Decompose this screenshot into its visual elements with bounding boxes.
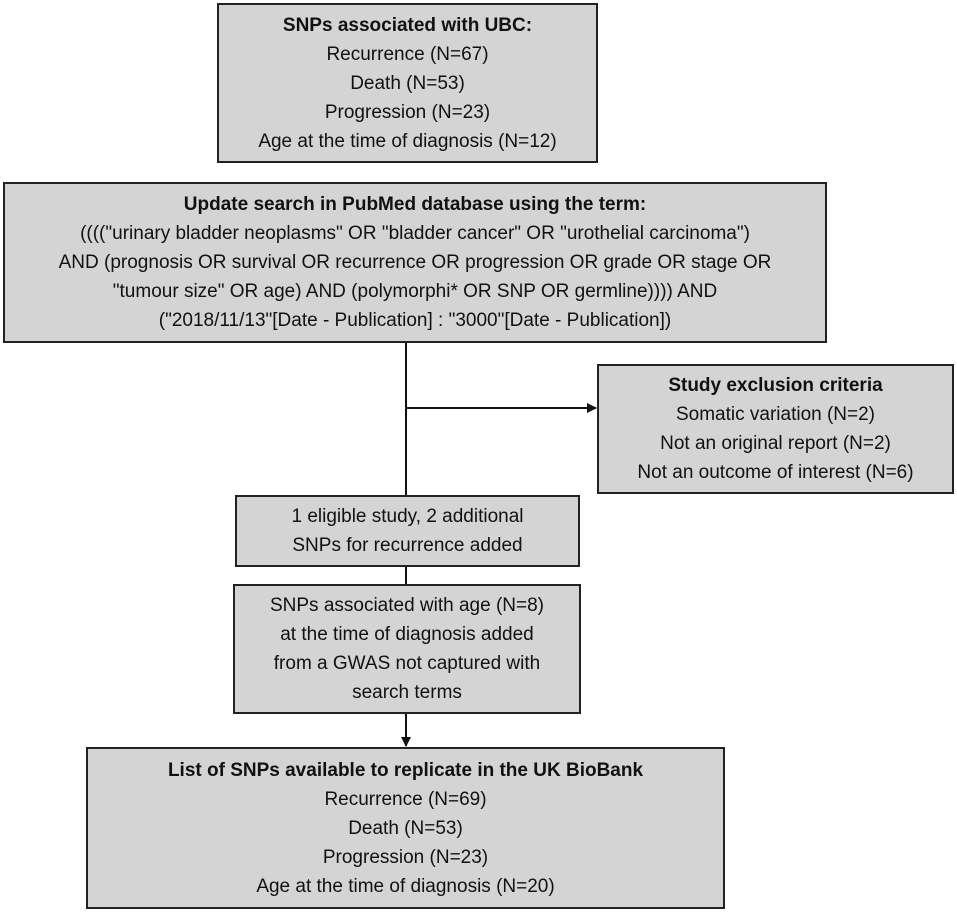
final-snps-title: List of SNPs available to replicate in t…	[167, 759, 644, 781]
initial-snps-title: SNPs associated with UBC:	[282, 14, 533, 36]
gwas-line-1: SNPs associated with age (N=8)	[269, 595, 545, 616]
pubmed-search-box: Update search in PubMed database using t…	[3, 182, 827, 343]
gwas-line-3: from a GWAS not captured with	[273, 653, 541, 674]
exclusion-criteria-title: Study exclusion criteria	[668, 375, 883, 396]
final-death: Death (N=53)	[348, 817, 463, 839]
final-recurrence: Recurrence (N=69)	[324, 788, 487, 810]
exclusion-criteria-box: Study exclusion criteria Somatic variati…	[597, 364, 954, 494]
gwas-snps-box: SNPs associated with age (N=8) at the ti…	[233, 584, 581, 714]
initial-death: Death (N=53)	[350, 72, 465, 94]
eligible-study-box: 1 eligible study, 2 additional SNPs for …	[235, 495, 580, 567]
search-term-line-2: AND (prognosis OR survival OR recurrence…	[58, 252, 772, 273]
eligible-line-1: 1 eligible study, 2 additional	[291, 506, 524, 527]
eligible-line-2: SNPs for recurrence added	[292, 535, 523, 556]
initial-age: Age at the time of diagnosis (N=12)	[258, 130, 557, 152]
search-term-line-3: "tumour size" OR age) AND (polymorphi* O…	[112, 281, 718, 302]
initial-recurrence: Recurrence (N=67)	[326, 43, 489, 65]
pubmed-search-title: Update search in PubMed database using t…	[183, 194, 647, 215]
search-term-line-4: ("2018/11/13"[Date - Publication] : "300…	[158, 310, 672, 331]
exclusion-not-original: Not an original report (N=2)	[660, 433, 891, 454]
initial-snps-box: SNPs associated with UBC: Recurrence (N=…	[217, 3, 598, 163]
final-progression: Progression (N=23)	[322, 846, 489, 868]
initial-progression: Progression (N=23)	[324, 101, 491, 123]
final-snps-box: List of SNPs available to replicate in t…	[86, 747, 725, 909]
search-term-line-1: (((("urinary bladder neoplasms" OR "blad…	[80, 223, 750, 244]
final-age: Age at the time of diagnosis (N=20)	[256, 875, 555, 897]
exclusion-somatic: Somatic variation (N=2)	[675, 404, 876, 425]
exclusion-not-outcome: Not an outcome of interest (N=6)	[637, 462, 914, 483]
gwas-line-4: search terms	[352, 682, 462, 703]
gwas-line-2: at the time of diagnosis added	[280, 624, 534, 645]
